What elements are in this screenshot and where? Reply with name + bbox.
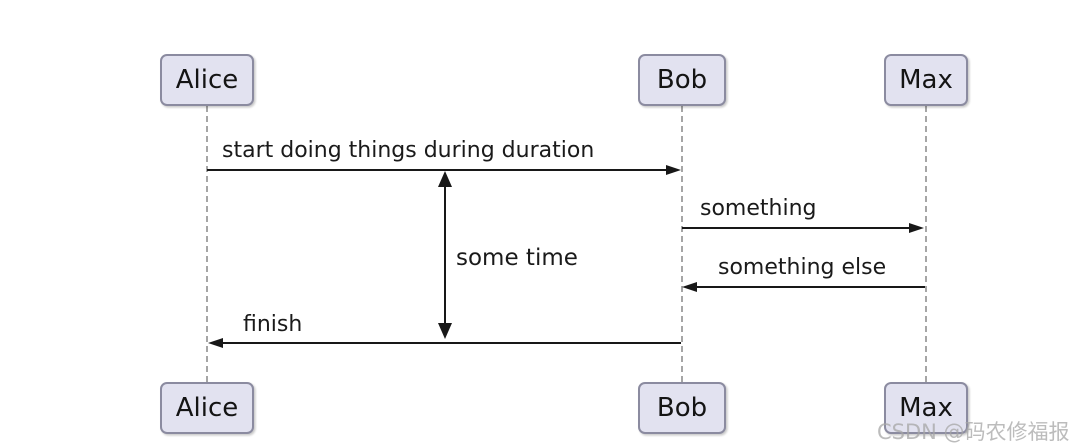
participant-alice-top: Alice <box>160 54 254 106</box>
participant-max-bottom: Max <box>884 382 968 434</box>
duration-arrowhead-up-icon <box>438 171 452 187</box>
participant-label-max: Max <box>899 393 953 423</box>
message-label-finish: finish <box>243 312 303 337</box>
message-label-something: something <box>700 196 817 221</box>
lifeline-max <box>925 106 927 382</box>
arrowhead-left-icon <box>682 282 697 292</box>
csdn-watermark: CSDN @码农修福报 <box>877 420 1070 444</box>
lifeline-bob <box>681 106 683 382</box>
lifeline-alice <box>206 106 208 382</box>
message-line-3 <box>697 286 925 288</box>
participant-max-top: Max <box>884 54 968 106</box>
participant-label-alice: Alice <box>175 65 239 95</box>
duration-arrow-line <box>444 184 446 326</box>
duration-label: some time <box>456 245 578 271</box>
participant-alice-bottom: Alice <box>160 382 254 434</box>
participant-label-bob: Bob <box>656 393 708 423</box>
arrowhead-right-icon <box>909 223 924 233</box>
duration-arrowhead-down-icon <box>438 323 452 339</box>
message-line-4 <box>223 342 681 344</box>
arrowhead-right-icon <box>666 165 681 175</box>
participant-label-max: Max <box>899 65 953 95</box>
participant-label-alice: Alice <box>175 393 239 423</box>
arrowhead-left-icon <box>208 338 223 348</box>
participant-bob-bottom: Bob <box>638 382 726 434</box>
message-label-start-doing-things: start doing things during duration <box>222 138 595 163</box>
message-label-something-else: something else <box>718 255 887 280</box>
message-line-1 <box>207 169 667 171</box>
participant-label-bob: Bob <box>656 65 708 95</box>
participant-bob-top: Bob <box>638 54 726 106</box>
message-line-2 <box>682 227 910 229</box>
